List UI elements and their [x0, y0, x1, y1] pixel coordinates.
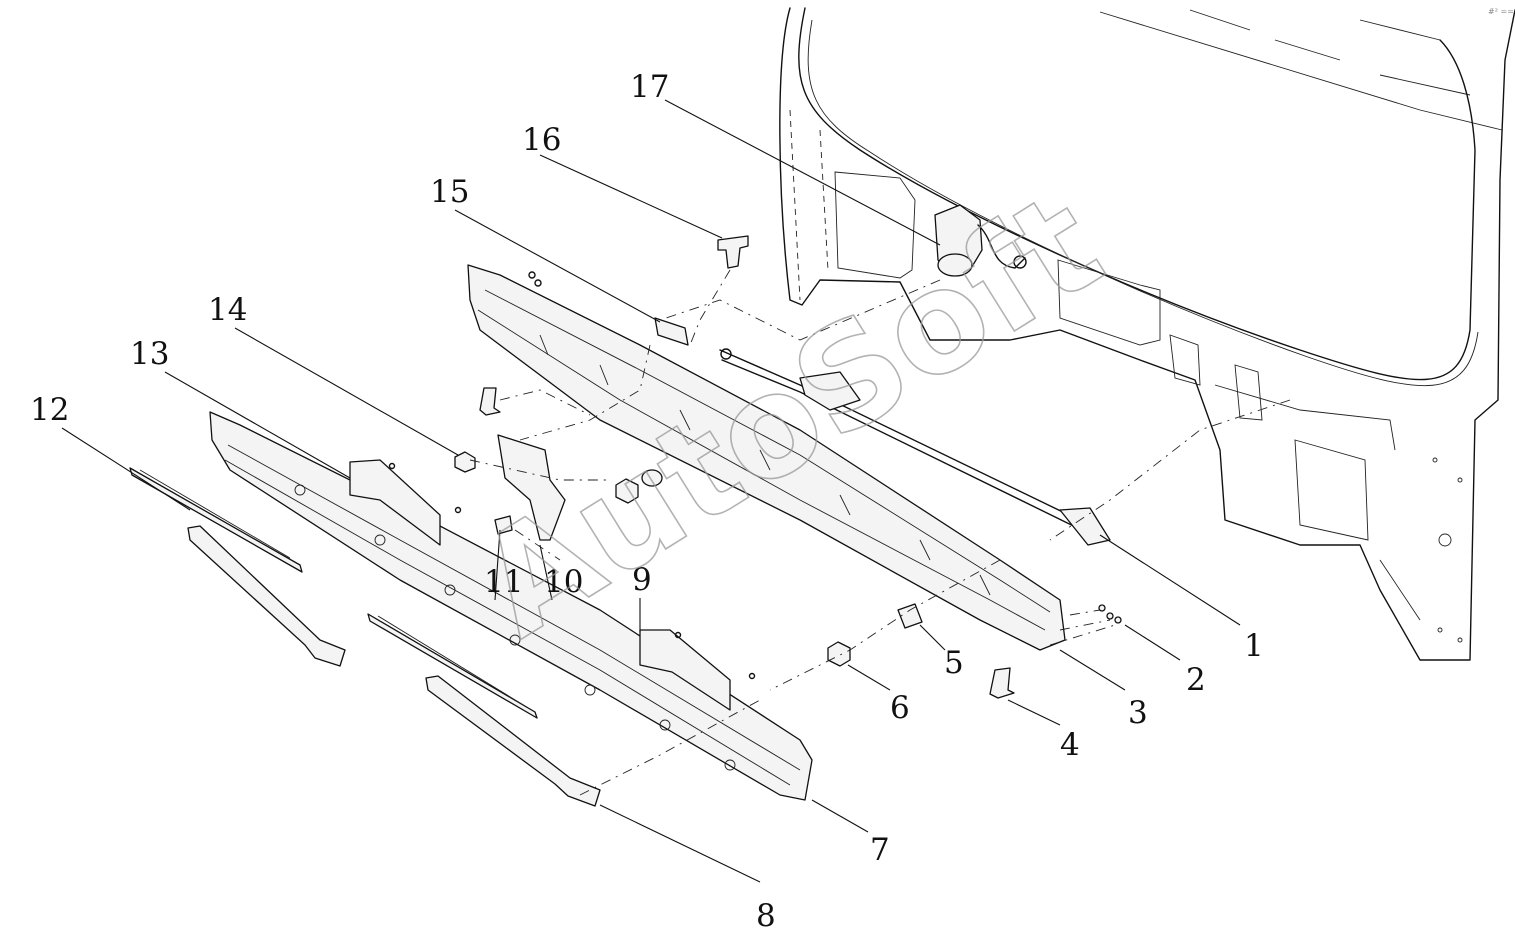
callout-17: 17: [630, 69, 669, 105]
part-16-pin: [717, 235, 749, 269]
part-10-deflector: [497, 434, 566, 541]
assembly-lines: [469, 269, 1291, 796]
callout-13: 13: [130, 336, 169, 372]
callout-1: 1: [1244, 628, 1264, 664]
corner-mark: #² ===: [1488, 7, 1515, 16]
callout-10: 10: [544, 564, 583, 600]
part-4-bolt: [479, 387, 1015, 699]
callout-5: 5: [944, 645, 964, 681]
part-2-screws: [1098, 604, 1122, 624]
part-3-cowl-panel: [467, 264, 1066, 651]
part-7-lower-panel: [209, 411, 813, 801]
callout-14: 14: [208, 292, 247, 328]
callout-6: 6: [890, 690, 910, 726]
callout-labels: 1 2 3 4 5 6 7 8 9 10 11 12 13 14 15 16 1…: [30, 69, 1264, 934]
callout-16: 16: [522, 122, 561, 158]
part-11-clip: [494, 515, 513, 535]
callout-3: 3: [1128, 695, 1148, 731]
part-13-bracket: [349, 459, 462, 546]
callout-9: 9: [632, 562, 652, 598]
part-15-clip: [654, 317, 689, 346]
callout-7: 7: [870, 832, 890, 868]
part-8-wiper-arm: [187, 525, 601, 807]
callout-12: 12: [30, 392, 69, 428]
leader-lines: [61, 99, 1241, 883]
part-17-wiper-motor: [934, 204, 1027, 277]
callout-8: 8: [756, 898, 776, 934]
part-5-bushing: [641, 469, 923, 629]
callout-4: 4: [1060, 727, 1080, 763]
callout-2: 2: [1186, 662, 1206, 698]
part-6-nut: [454, 451, 851, 667]
part-9-bracket: [639, 629, 756, 711]
part-1-wiper-linkage: [719, 348, 1111, 546]
callout-11: 11: [484, 564, 523, 600]
cab-body: [779, 7, 1515, 661]
part-12-wiper-blade: [129, 467, 538, 719]
callout-15: 15: [430, 174, 469, 210]
